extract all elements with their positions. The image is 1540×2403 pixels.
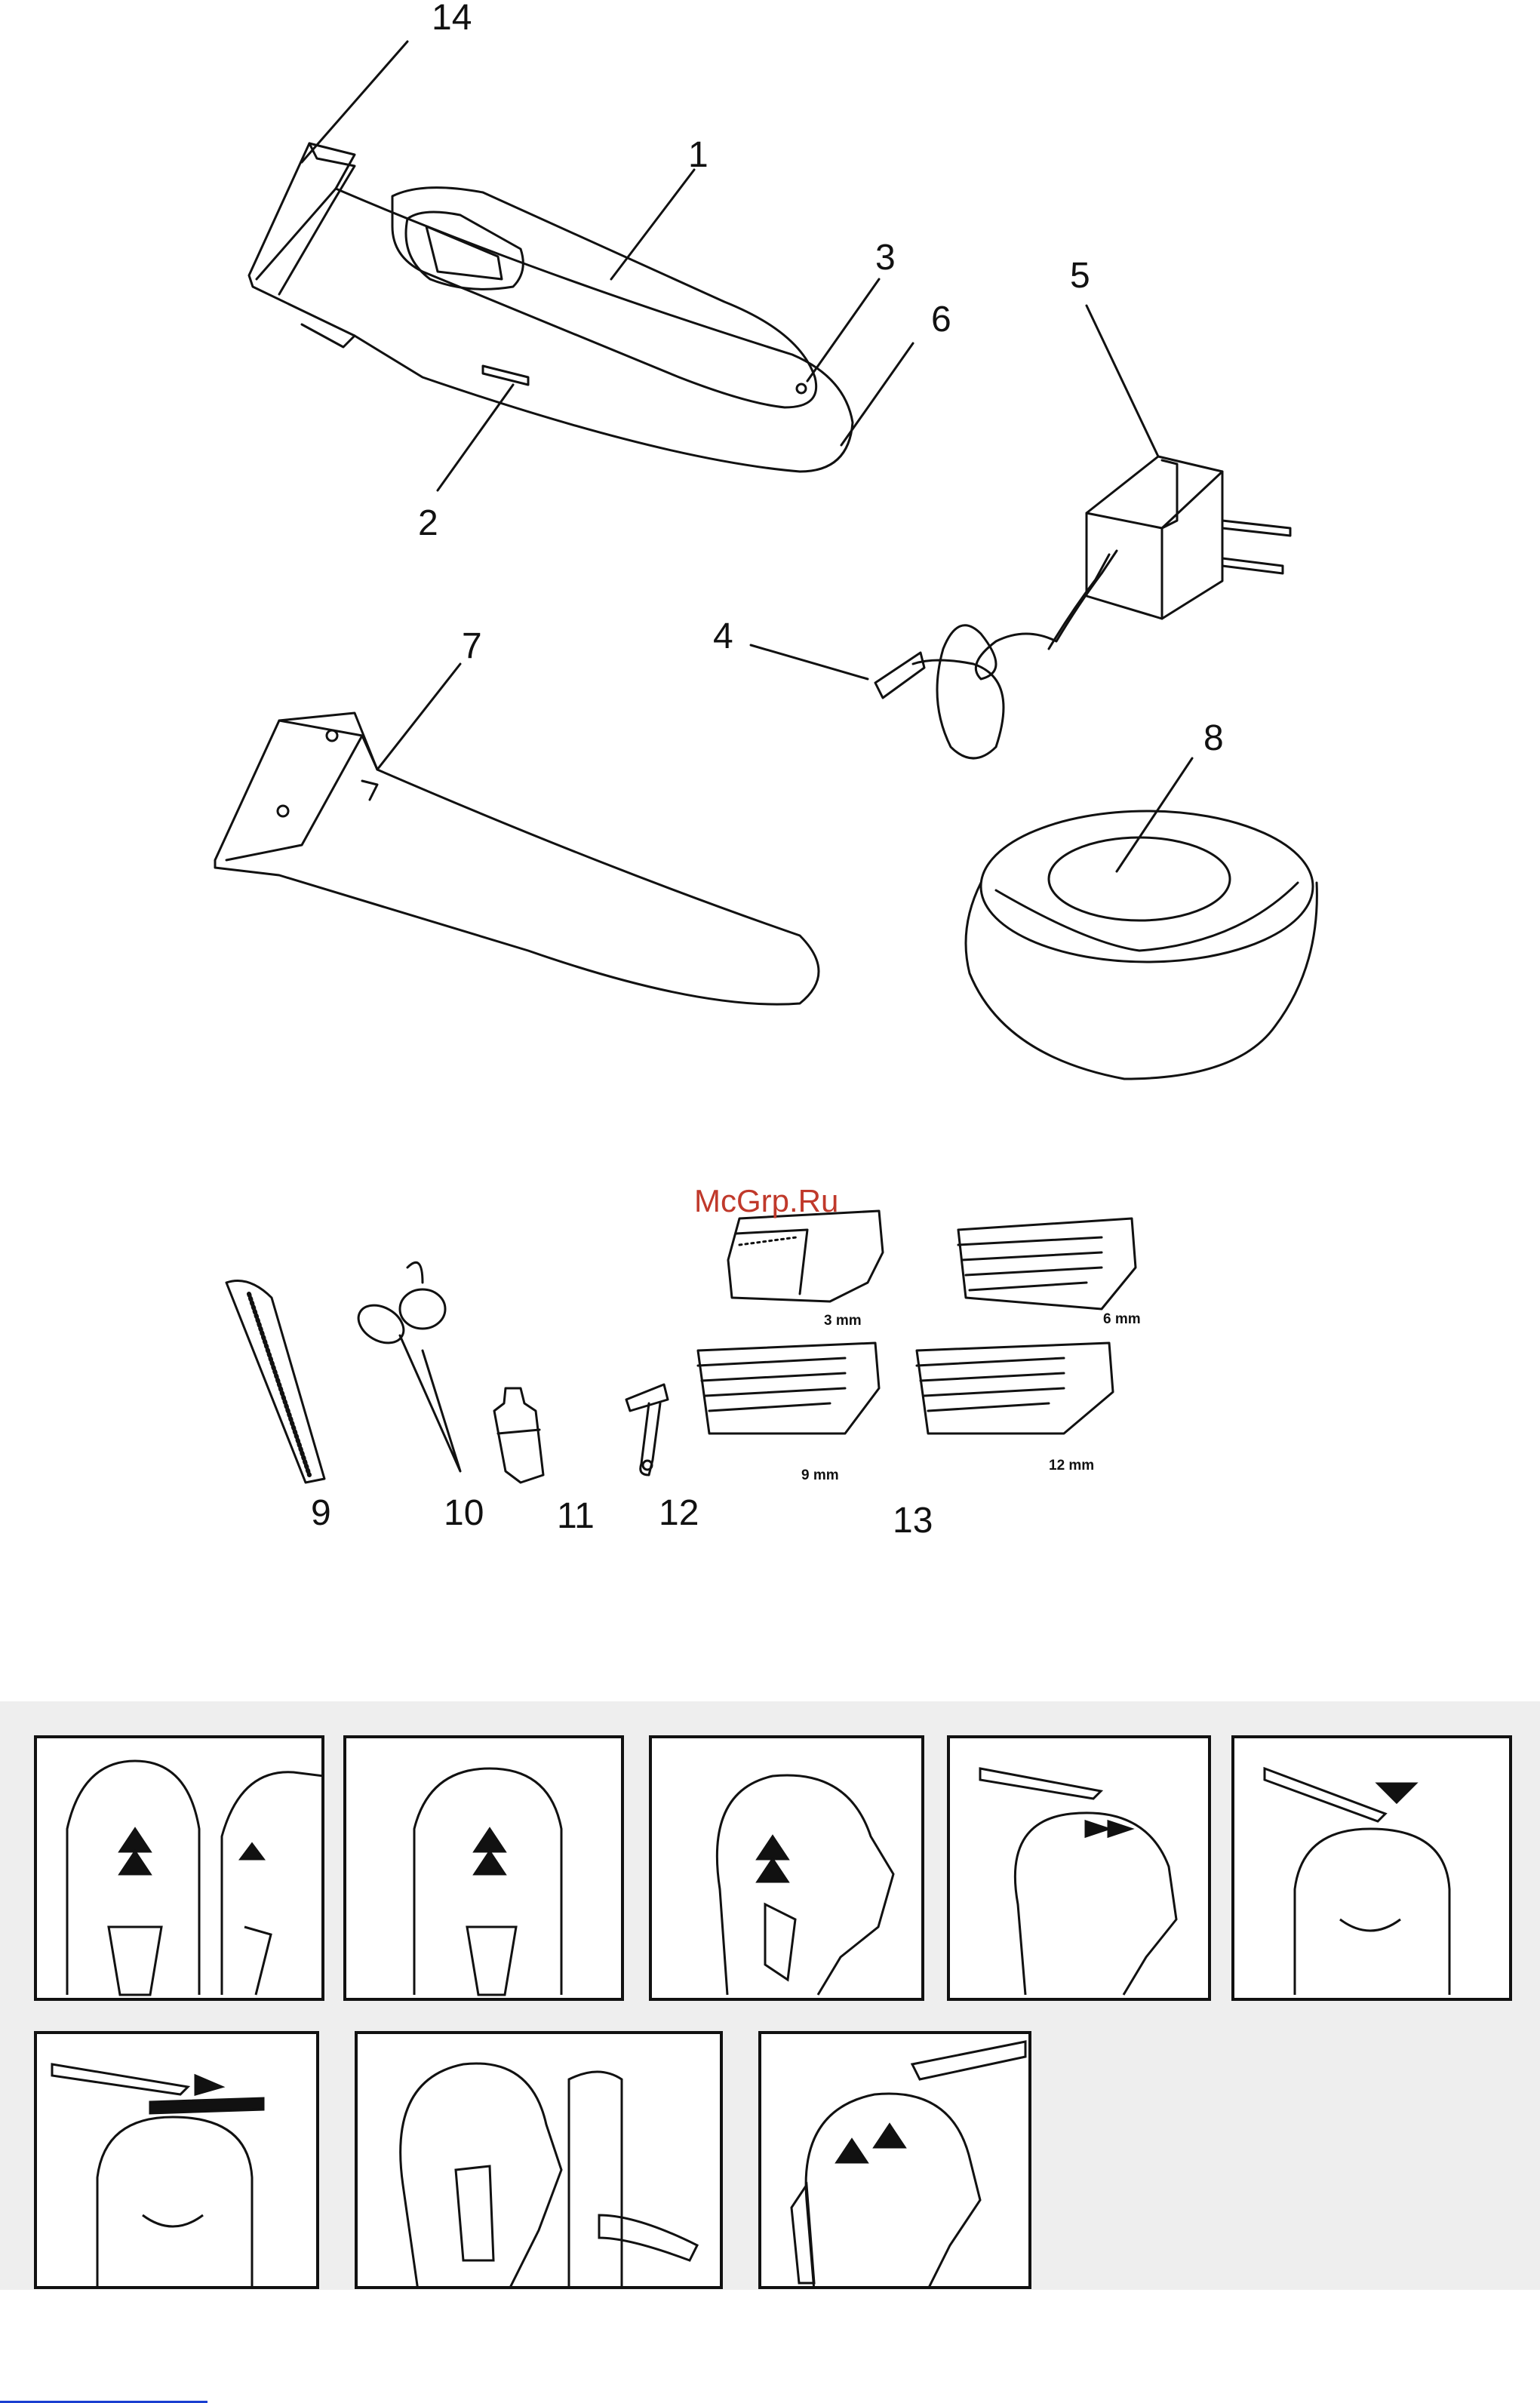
label-7: 7	[462, 628, 482, 665]
attachment-illustration	[215, 713, 819, 1004]
instruction-panel-8	[758, 2031, 1031, 2289]
instruction-panel-2	[343, 1735, 624, 2001]
comb-size-6mm: 6 mm	[1103, 1311, 1141, 1328]
clipper-illustration	[249, 143, 853, 472]
charging-base-illustration	[966, 811, 1317, 1079]
comb-illustration	[226, 1281, 324, 1483]
scissors-illustration	[352, 1262, 460, 1471]
label-11: 11	[557, 1498, 595, 1535]
label-1: 1	[688, 137, 709, 174]
instruction-panel-7	[355, 2031, 723, 2289]
comb-size-3mm: 3 mm	[824, 1313, 862, 1329]
label-8: 8	[1203, 721, 1224, 757]
instruction-panel-5	[1231, 1735, 1512, 2001]
label-13: 13	[893, 1503, 933, 1539]
label-2: 2	[418, 505, 438, 542]
label-5: 5	[1070, 258, 1090, 294]
label-10: 10	[444, 1495, 484, 1532]
label-6: 6	[931, 302, 951, 338]
label-4: 4	[713, 619, 733, 655]
product-diagram	[0, 0, 1540, 1698]
comb-size-12mm: 12 mm	[1049, 1458, 1094, 1474]
instruction-panel-6	[34, 2031, 319, 2289]
adapter-illustration	[875, 456, 1290, 758]
instruction-panel-3	[649, 1735, 924, 2001]
instruction-panel-4	[947, 1735, 1211, 2001]
guide-combs-illustration	[698, 1211, 1136, 1434]
label-3: 3	[875, 240, 896, 276]
label-14: 14	[432, 0, 472, 36]
cleaning-brush-illustration	[626, 1384, 668, 1475]
label-12: 12	[659, 1495, 699, 1532]
watermark: McGrp.Ru	[694, 1183, 838, 1219]
instruction-panel-1	[34, 1735, 324, 2001]
comb-size-9mm: 9 mm	[801, 1467, 839, 1484]
oil-bottle-illustration	[494, 1388, 543, 1483]
label-9: 9	[311, 1495, 331, 1532]
